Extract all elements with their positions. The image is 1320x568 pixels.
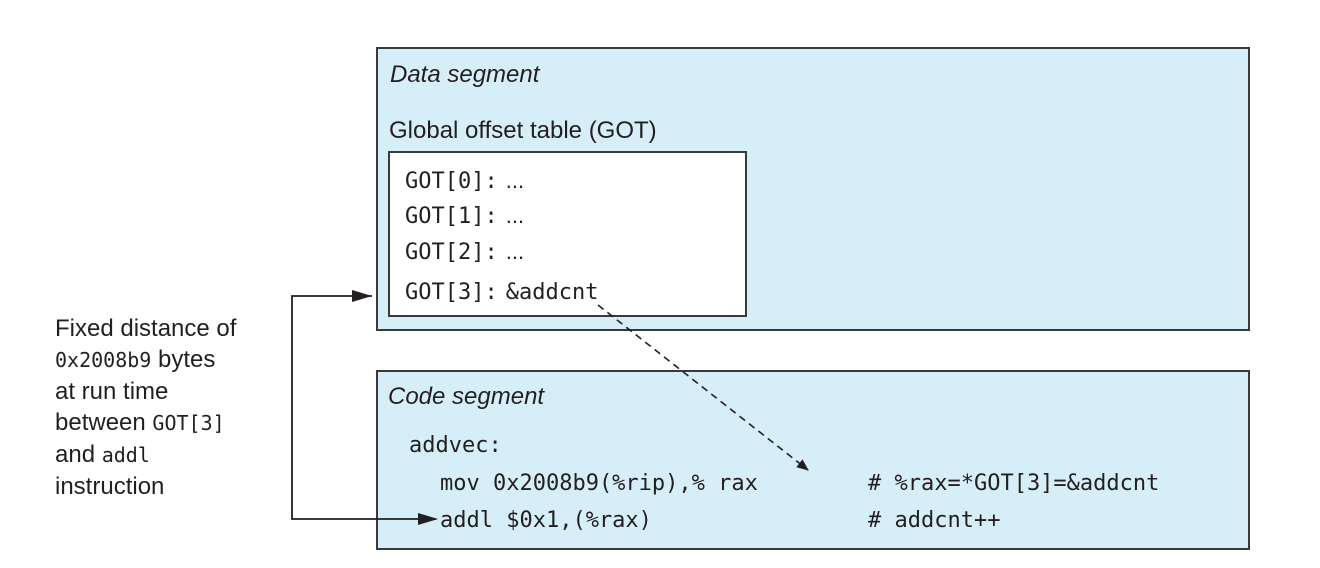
got-entry-2: GOT[2]:... bbox=[405, 238, 524, 267]
arrow-to-got3 bbox=[352, 290, 372, 302]
data-segment-title: Data segment bbox=[390, 61, 540, 88]
got-table bbox=[388, 151, 747, 317]
instruction-mov-comment: # %rax=*GOT[3]=&addcnt bbox=[868, 471, 1160, 496]
dashed-reference-arrow bbox=[597, 304, 809, 471]
got-entry-value: ... bbox=[505, 239, 525, 264]
annotation-code: GOT[3] bbox=[152, 411, 225, 435]
got-entry-0: GOT[0]:... bbox=[405, 167, 524, 196]
annotation-text: and bbox=[55, 441, 96, 468]
got-entry-index: GOT[1]: bbox=[405, 204, 498, 229]
instruction-addl-comment: # addcnt++ bbox=[868, 508, 1001, 533]
code-label: addvec: bbox=[409, 433, 502, 458]
annotation-line: instruction bbox=[55, 473, 165, 500]
code-segment-title: Code segment bbox=[388, 383, 545, 410]
got-entry-index: GOT[3]: bbox=[405, 280, 498, 305]
annotation-line: and addl bbox=[55, 439, 236, 471]
got-entry-value: ... bbox=[505, 203, 525, 228]
annotation-text: between bbox=[55, 409, 146, 436]
got-entry-index: GOT[2]: bbox=[405, 240, 498, 265]
annotation-code: 0x2008b9 bbox=[55, 348, 152, 372]
annotation-code: addl bbox=[101, 443, 150, 467]
instruction-addl: addl $0x1,(%rax) bbox=[440, 508, 652, 533]
got-entry-3: GOT[3]: &addcnt bbox=[405, 278, 598, 307]
annotation-line: Fixed distance of bbox=[55, 315, 237, 342]
got-entry-value: &addcnt bbox=[505, 280, 599, 305]
distance-bracket-line bbox=[291, 295, 436, 520]
got-entry-1: GOT[1]:... bbox=[405, 202, 524, 231]
annotation-line: at run time bbox=[55, 378, 169, 405]
code-segment bbox=[376, 370, 1250, 550]
annotation-text: bytes bbox=[158, 346, 216, 373]
arrow-to-addl bbox=[418, 513, 438, 525]
instruction-mov: mov 0x2008b9(%rip),% rax bbox=[440, 471, 758, 496]
got-entry-value: ... bbox=[505, 168, 525, 193]
annotation-line: 0x2008b9 bytes bbox=[55, 344, 236, 376]
got-label: Global offset table (GOT) bbox=[389, 117, 657, 144]
distance-annotation: Fixed distance of 0x2008b9 bytes at run … bbox=[55, 313, 236, 502]
got-entry-index: GOT[0]: bbox=[405, 169, 498, 194]
annotation-line: between GOT[3] bbox=[55, 407, 236, 439]
